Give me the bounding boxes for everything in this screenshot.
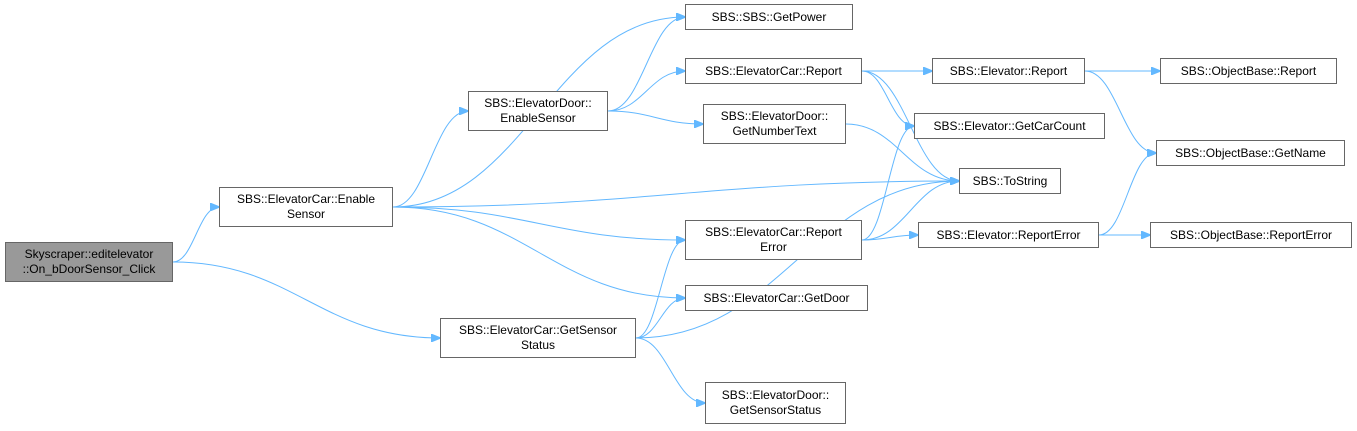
- node-label: SBS::ElevatorDoor:: GetSensorStatus: [721, 388, 830, 417]
- edge-car_getsensorstatus-to-car_reporterror: [635, 240, 685, 339]
- node-label: SBS::ElevatorDoor:: GetNumberText: [720, 109, 829, 138]
- node-label: SBS::ObjectBase::Report: [1180, 63, 1317, 78]
- node-objectbase-getname[interactable]: SBS::ObjectBase::GetName: [1156, 140, 1345, 166]
- node-label: SBS::ElevatorCar::GetSensor Status: [458, 323, 618, 352]
- node-elevator-getcarcount[interactable]: SBS::Elevator::GetCarCount: [914, 113, 1105, 139]
- node-label: SBS::ElevatorCar::Report Error: [705, 225, 842, 254]
- node-elevator-report[interactable]: SBS::Elevator::Report: [932, 58, 1085, 84]
- edge-car_getsensorstatus-to-door_getsensorstatus: [635, 337, 705, 403]
- edge-door_enable_sensor-to-car_report: [607, 71, 685, 112]
- edge-car_reporterror-to-sbs_tostring: [861, 181, 959, 241]
- edge-car_enable_sensor-to-car_reporterror: [392, 206, 685, 240]
- edge-car_getsensorstatus-to-car_getdoor: [635, 298, 685, 339]
- node-elevatordoor-enablesensor[interactable]: SBS::ElevatorDoor:: EnableSensor: [468, 91, 608, 131]
- node-label: SBS::ObjectBase::ReportError: [1169, 227, 1333, 242]
- node-label: SBS::ElevatorCar::Report: [705, 63, 842, 78]
- node-root-on-bdoorsensor-click: Skyscraper::editelevator ::On_bDoorSenso…: [5, 242, 173, 282]
- node-label: SBS::SBS::GetPower: [711, 9, 827, 24]
- node-elevatordoor-getsensorstatus[interactable]: SBS::ElevatorDoor:: GetSensorStatus: [705, 382, 846, 424]
- edge-root-to-car_enable_sensor: [172, 207, 219, 263]
- node-elevatorcar-report[interactable]: SBS::ElevatorCar::Report: [685, 58, 862, 84]
- edge-car_enable_sensor-to-car_getdoor: [392, 206, 685, 298]
- node-sbs-tostring[interactable]: SBS::ToString: [959, 168, 1061, 194]
- node-elevatordoor-getnumbertext[interactable]: SBS::ElevatorDoor:: GetNumberText: [703, 104, 846, 144]
- edge-root-to-car_getsensorstatus: [172, 261, 440, 338]
- edge-car_enable_sensor-to-door_enable_sensor: [392, 111, 468, 208]
- edge-door_getnumbertext-to-sbs_tostring: [845, 123, 959, 181]
- node-label: SBS::ElevatorCar::Enable Sensor: [236, 192, 376, 221]
- node-label: SBS::Elevator::ReportError: [936, 227, 1081, 242]
- node-elevatorcar-enablesensor[interactable]: SBS::ElevatorCar::Enable Sensor: [219, 187, 393, 227]
- node-elevatorcar-reporterror[interactable]: SBS::ElevatorCar::Report Error: [685, 220, 862, 260]
- edge-elevator_reporterror-to-objectbase_getname: [1098, 153, 1156, 236]
- node-elevatorcar-getdoor[interactable]: SBS::ElevatorCar::GetDoor: [685, 285, 868, 311]
- node-label: SBS::Elevator::Report: [949, 63, 1068, 78]
- edge-door_enable_sensor-to-door_getnumbertext: [607, 110, 703, 124]
- edge-door_enable_sensor-to-sbs_get_power: [607, 17, 685, 112]
- node-label: SBS::Elevator::GetCarCount: [933, 118, 1086, 133]
- edge-elevator_report-to-objectbase_getname: [1084, 70, 1156, 153]
- node-elevator-reporterror[interactable]: SBS::Elevator::ReportError: [918, 222, 1099, 248]
- node-elevatorcar-getsensorstatus[interactable]: SBS::ElevatorCar::GetSensor Status: [440, 318, 636, 358]
- edge-car_enable_sensor-to-sbs_tostring: [392, 181, 959, 208]
- node-objectbase-reporterror[interactable]: SBS::ObjectBase::ReportError: [1150, 222, 1352, 248]
- node-label: Skyscraper::editelevator ::On_bDoorSenso…: [22, 247, 156, 276]
- node-sbs-getpower[interactable]: SBS::SBS::GetPower: [685, 4, 853, 30]
- edge-car_reporterror-to-elevator_reporterror: [861, 235, 918, 241]
- node-label: SBS::ObjectBase::GetName: [1175, 145, 1326, 160]
- node-label: SBS::ElevatorCar::GetDoor: [703, 290, 850, 305]
- edge-car_reporterror-to-elevator_getcarcount: [861, 126, 914, 241]
- node-label: SBS::ToString: [972, 173, 1048, 188]
- node-label: SBS::ElevatorDoor:: EnableSensor: [484, 96, 592, 125]
- node-objectbase-report[interactable]: SBS::ObjectBase::Report: [1160, 58, 1337, 84]
